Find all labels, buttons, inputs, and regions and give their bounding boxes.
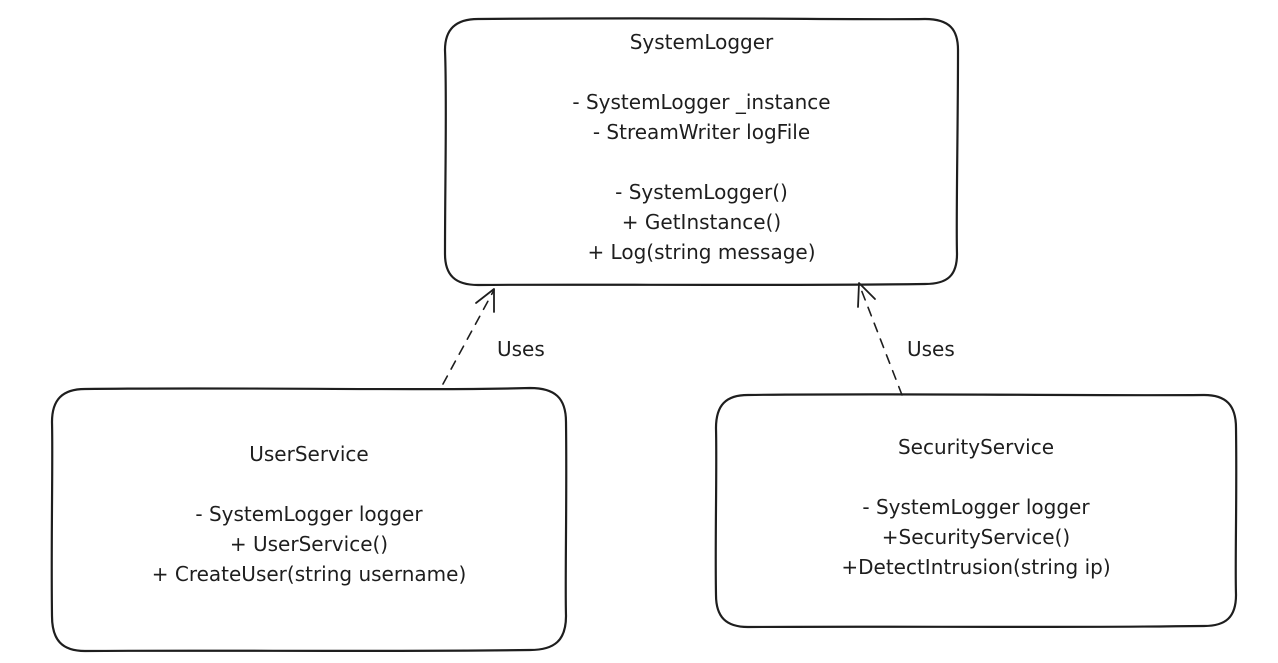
user-service-method: + UserService(): [229, 532, 389, 556]
security-service-field: - SystemLogger logger: [862, 495, 1090, 519]
user-service-class: UserService - SystemLogger logger + User…: [52, 439, 566, 589]
system-logger-box[interactable]: [443, 17, 960, 287]
user-service-field: - SystemLogger logger: [195, 502, 423, 526]
security-service-method: +DetectIntrusion(string ip): [841, 555, 1111, 579]
security-service-name: SecurityService: [897, 435, 1055, 459]
system-logger-class: SystemLogger - SystemLogger _instance - …: [445, 27, 958, 267]
system-logger-name: SystemLogger: [629, 30, 774, 54]
uses-arrow-right-line: [858, 283, 903, 396]
security-service-method: +SecurityService(): [881, 525, 1071, 549]
security-service-box[interactable]: [714, 393, 1238, 629]
user-service-method: + CreateUser(string username): [151, 562, 467, 586]
system-logger-method: + GetInstance(): [621, 210, 782, 234]
system-logger-field: - StreamWriter logFile: [592, 120, 811, 144]
uses-arrow-left-head: [475, 288, 495, 313]
uses-label-left: Uses: [497, 337, 545, 361]
system-logger-field: - SystemLogger _instance: [572, 90, 831, 114]
system-logger-method: + Log(string message): [587, 240, 816, 264]
system-logger-method: - SystemLogger(): [615, 180, 788, 204]
uses-arrow-left-line: [442, 289, 495, 385]
user-service-box[interactable]: [50, 386, 568, 653]
uses-label-right: Uses: [907, 337, 955, 361]
security-service-class: SecurityService - SystemLogger logger +S…: [716, 432, 1236, 582]
user-service-name: UserService: [249, 442, 369, 466]
uses-arrow-right-head: [857, 282, 876, 308]
